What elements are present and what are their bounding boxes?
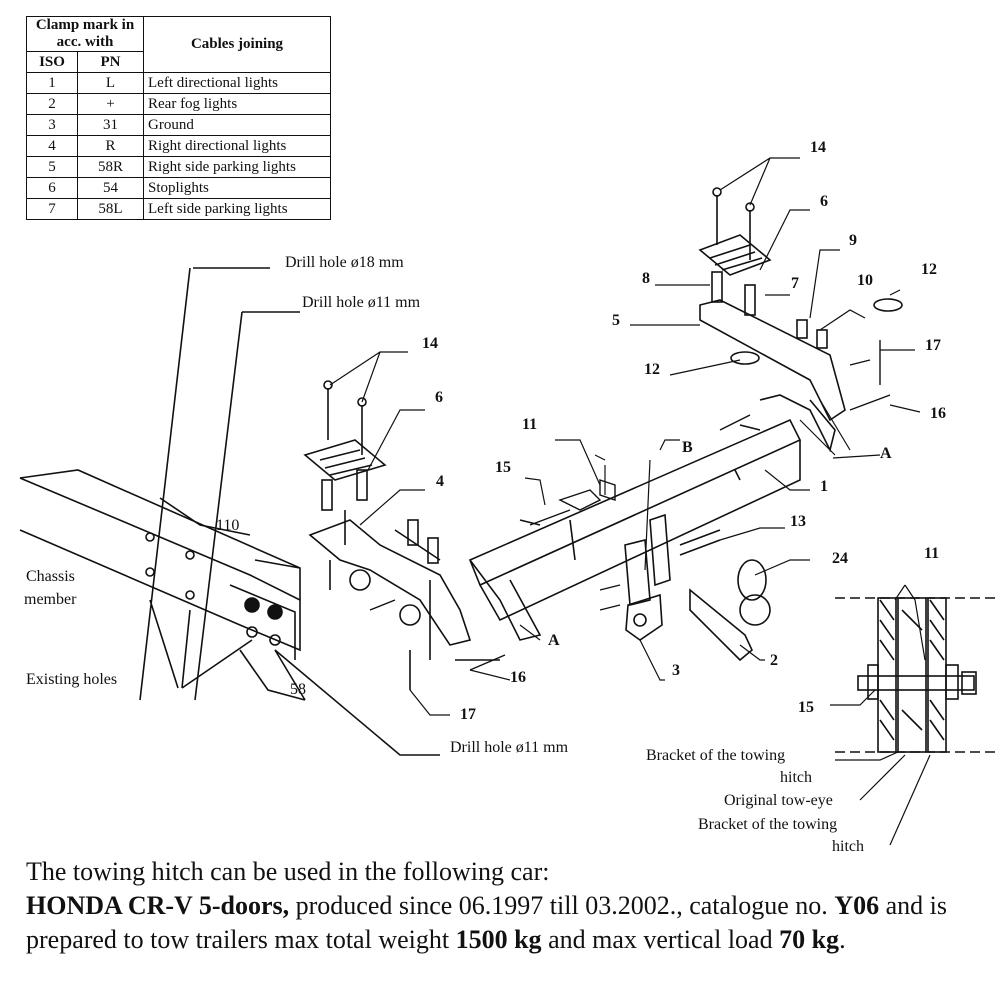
- part-number: 7: [791, 275, 799, 292]
- part-number: 12: [921, 261, 937, 278]
- label-tow-eye: Original tow-eye: [724, 792, 833, 809]
- label-chassis: Chassis: [26, 568, 75, 585]
- part-number: 6: [435, 389, 443, 406]
- cell-iso: 1: [26, 72, 78, 94]
- cell-pn: 31: [77, 114, 144, 136]
- part-number: 13: [790, 513, 806, 530]
- caption-line-1: The towing hitch can be used in the foll…: [26, 857, 550, 886]
- cell-pn: 58R: [77, 156, 144, 178]
- cell-iso: 4: [26, 135, 78, 157]
- caption: The towing hitch can be used in the foll…: [26, 855, 976, 957]
- cell-pn: R: [77, 135, 144, 157]
- part-number: 17: [925, 337, 941, 354]
- label-member: member: [24, 591, 77, 608]
- cell-pn: +: [77, 93, 144, 115]
- cell-desc: Left side parking lights: [143, 198, 331, 220]
- cell-pn: 54: [77, 177, 144, 199]
- part-number: 10: [857, 272, 873, 289]
- label-dim-110: 110: [216, 517, 239, 534]
- part-number: 24: [832, 550, 848, 567]
- label-dim-58: 58: [290, 681, 306, 698]
- cell-iso: 3: [26, 114, 78, 136]
- cell-desc: Right side parking lights: [143, 156, 331, 178]
- label-drill-hole-11-top: Drill hole ø11 mm: [302, 294, 421, 311]
- label-bracket-1a: Bracket of the towing: [646, 747, 785, 764]
- caption-text-3: and is prepared to tow trailers max tota…: [26, 891, 947, 954]
- section-detail-drawing: [835, 597, 995, 753]
- part-number: 4: [436, 473, 444, 490]
- ball-hitch-drawing: [624, 513, 771, 662]
- caption-text-2: produced since 06.1997 till 03.2002., ca…: [289, 891, 835, 920]
- part-number: 15: [495, 459, 511, 476]
- label-bracket-2a: Bracket of the towing: [698, 816, 837, 833]
- right-bracket-drawing: [698, 187, 903, 422]
- cell-desc: Rear fog lights: [143, 93, 331, 115]
- part-number: 8: [642, 270, 650, 287]
- part-number: 3: [672, 662, 680, 679]
- car-model: HONDA CR-V 5-doors,: [26, 891, 290, 920]
- label-drill-hole-11-bottom: Drill hole ø11 mm: [450, 739, 569, 756]
- part-number: 11: [924, 545, 939, 562]
- part-number: 16: [930, 405, 946, 422]
- caption-line-2: HONDA CR-V 5-doors, produced since 06.19…: [26, 889, 976, 957]
- cell-iso: 2: [26, 93, 78, 115]
- part-number: 14: [422, 335, 438, 352]
- cell-pn: 58L: [77, 198, 144, 220]
- cell-iso: 6: [26, 177, 78, 199]
- leader-lines: [329, 157, 931, 846]
- part-number: 9: [849, 232, 857, 249]
- part-number: 6: [820, 193, 828, 210]
- header-cables-joining: Cables joining: [143, 16, 331, 73]
- part-number: 11: [522, 416, 537, 433]
- part-number: 2: [770, 652, 778, 669]
- cell-iso: 7: [26, 198, 78, 220]
- cell-desc: Ground: [143, 114, 331, 136]
- header-pn: PN: [77, 51, 144, 73]
- part-number: 12: [644, 361, 660, 378]
- table-row: 2+Rear fog lights: [26, 93, 331, 115]
- part-number: A: [548, 632, 560, 649]
- part-number: 5: [612, 312, 620, 329]
- vertical-load: 70 kg: [779, 925, 840, 954]
- label-section-a-right: A: [880, 445, 892, 462]
- part-number: 1: [820, 478, 828, 495]
- header-iso: ISO: [26, 51, 78, 73]
- label-existing-holes: Existing holes: [26, 671, 117, 688]
- part-number: 16: [510, 669, 526, 686]
- cell-desc: Stoplights: [143, 177, 331, 199]
- towing-hitch-exploded-diagram: Drill hole ø18 mm Drill hole ø11 mm Dril…: [19, 139, 995, 855]
- caption-text-4: and max vertical load: [541, 925, 780, 954]
- header-clamp-mark: Clamp mark in acc. with: [26, 16, 144, 52]
- clamp-table: Clamp mark in acc. with Cables joining I…: [26, 16, 331, 220]
- label-drill-hole-18: Drill hole ø18 mm: [285, 254, 404, 271]
- label-bracket-1b: hitch: [780, 769, 812, 786]
- part-number: 14: [810, 139, 826, 156]
- cell-desc: Right directional lights: [143, 135, 331, 157]
- chassis-member-drawing: [19, 267, 440, 756]
- label-bracket-2b: hitch: [832, 838, 864, 855]
- part-number: 17: [460, 706, 476, 723]
- cell-pn: L: [77, 72, 144, 94]
- main-crossbar-drawing: [468, 394, 836, 641]
- max-weight: 1500 kg: [455, 925, 542, 954]
- label-section-b: B: [682, 439, 693, 456]
- left-bracket-drawing: [303, 380, 500, 690]
- part-number: 15: [798, 699, 814, 716]
- caption-text-5: .: [839, 925, 846, 954]
- hardware-drawing: [369, 340, 891, 671]
- catalogue-number: Y06: [834, 891, 880, 920]
- cell-desc: Left directional lights: [143, 72, 331, 94]
- cell-iso: 5: [26, 156, 78, 178]
